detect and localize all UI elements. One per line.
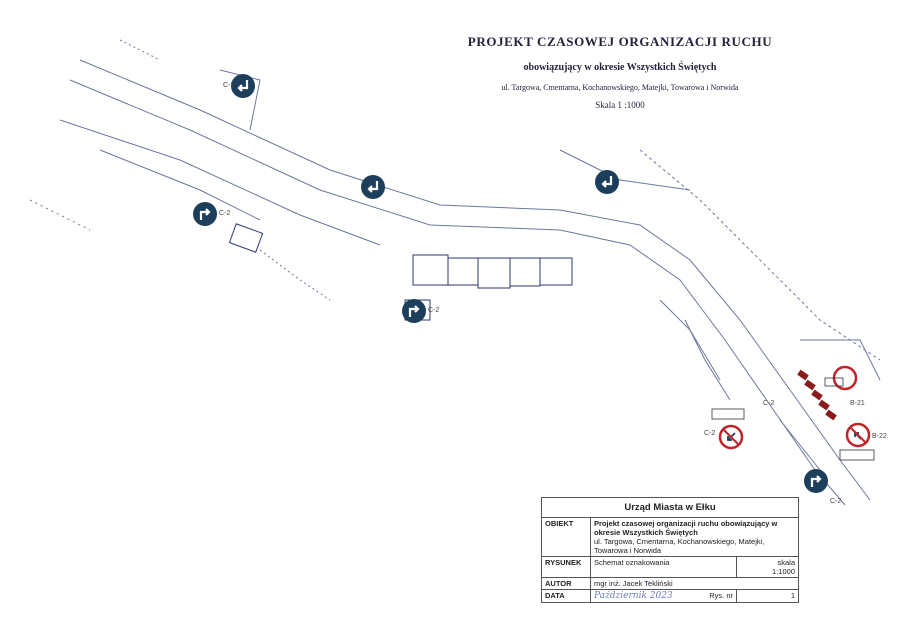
plan-subtitle: obowiązujący w okresie Wszystkich Święty… [523,62,717,73]
sign-code-label: C-2 [704,430,716,437]
sign-code-label: B-21 [850,400,865,407]
no-turn-prohibition-icon [845,422,871,448]
turn-right-mandatory-icon [804,469,828,493]
stamp-skala-value: 1:1000 [772,567,795,576]
stamp-scale-cell: skala 1:1000 [736,556,799,578]
info-boards [711,377,875,461]
plan-title: PROJEKT CZASOWEJ ORGANIZACJI RUCHU [467,34,773,49]
stamp-skala-label: skala [777,558,795,567]
stamp-data-cell: Październik 2023 Rys. nr [590,589,737,603]
turn-left-mandatory-icon [231,74,255,98]
stamp-rysunek-label: RYSUNEK [541,556,591,578]
sign-code-label: C-2 [830,498,842,505]
stamp-obiekt-title: Projekt czasowej organizacji ruchu obowi… [594,519,778,537]
stamp-obiekt-sub: ul. Targowa, Cmentarna, Kochanowskiego, … [594,537,765,555]
stamp-obiekt-cell: Projekt czasowej organizacji ruchu obowi… [590,517,799,557]
turn-left-mandatory-icon [595,170,619,194]
stamp-rysunek-value: Schemat oznakowania [590,556,737,578]
barrier-stripes-icon [797,369,837,421]
building-block [228,223,573,321]
plan-streets: ul. Targowa, Cmentarna, Kochanowskiego, … [501,83,739,92]
sign-code-label: C-2 [763,400,775,407]
stamp-rys-label: Rys. nr [709,591,733,600]
sign-code-label: B-22 [872,433,887,440]
stamp-organization: Urząd Miasta w Ełku [541,497,799,518]
turn-right-mandatory-icon [193,202,217,226]
sign-code-label: C-2 [219,210,231,217]
stamp-autor-label: AUTOR [541,577,591,590]
stamp-data-label: DATA [541,589,591,603]
no-turn-prohibition-icon [718,424,744,450]
map-linework [29,39,881,506]
plan-title-block: PROJEKT CZASOWEJ ORGANIZACJI RUCHU obowi… [440,34,800,110]
sign-code-label: C-2 [223,82,235,89]
plan-scale: Skala 1 :1000 [595,100,645,110]
turn-right-mandatory-icon [402,299,426,323]
stamp-rys-value: 1 [736,589,799,603]
turn-left-mandatory-icon [361,175,385,199]
stamp-autor-value: mgr inż. Jacek Tekliński [590,577,799,590]
sign-code-label: C-2 [428,307,440,314]
title-stamp-table: Urząd Miasta w Ełku OBIEKT Projekt czaso… [541,497,799,603]
stamp-data-value: Październik 2023 [594,591,673,601]
stamp-obiekt-label: OBIEKT [541,517,591,557]
